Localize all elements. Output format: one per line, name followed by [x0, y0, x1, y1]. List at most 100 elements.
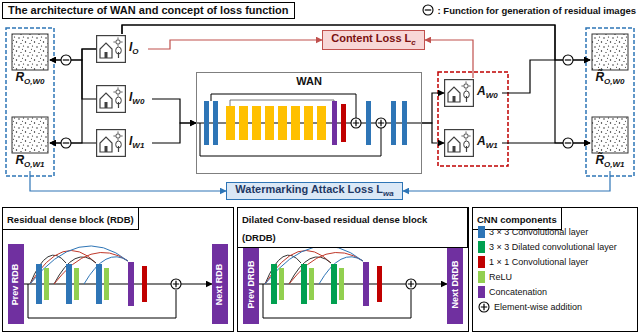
legend-item: 1 × 1 Convolutional layer	[478, 256, 634, 268]
connector	[502, 60, 590, 93]
add-op	[351, 118, 361, 128]
legend-swatch	[478, 286, 485, 298]
connector	[403, 171, 610, 191]
residual-op	[61, 55, 71, 65]
subscript-text: O,W1	[604, 160, 624, 169]
residual-op	[563, 55, 573, 65]
node-label: Prev RDB	[10, 263, 23, 305]
legend-label: 3 × 3 Dilated convolutional layer	[489, 242, 617, 253]
connector	[148, 40, 322, 49]
label-text: CNN components	[477, 214, 557, 225]
legend-label: Element-wise addition	[494, 302, 582, 313]
label-text: A	[477, 84, 486, 98]
relu-layer	[44, 268, 49, 300]
drdb-art	[263, 246, 416, 318]
residual-image: RO,W0	[10, 32, 50, 88]
subscript-text: wa	[383, 189, 394, 198]
relu-layer	[339, 268, 344, 300]
relu-layer	[74, 268, 79, 300]
label-text: R̃	[595, 153, 604, 167]
label-text: R	[15, 153, 24, 167]
dashed-group	[6, 28, 54, 176]
legend-label: Concatenation	[489, 287, 547, 298]
node-label: R̃O,W1	[595, 154, 624, 171]
conv-layer	[402, 101, 407, 145]
dashed-group	[586, 28, 634, 176]
node-label: RO,W0	[15, 71, 44, 88]
input-image: IO	[96, 34, 148, 64]
legend-label: ReLU	[489, 272, 512, 283]
label-text: A	[477, 134, 486, 148]
node-label: Prev DRDB	[245, 260, 258, 308]
subscript-text: O,W0	[24, 77, 44, 86]
house-icon	[445, 130, 474, 157]
input-image: IW0	[96, 84, 152, 114]
legend-symbol	[422, 4, 434, 16]
loss-box: Watermarking Attack Loss Lwa	[226, 182, 403, 200]
connector	[50, 49, 96, 60]
conv-layer	[66, 264, 72, 304]
subscript-text: W1	[486, 141, 498, 150]
connector	[422, 123, 444, 143]
dense-block	[265, 106, 274, 140]
concat-layer	[128, 262, 134, 306]
legend-symbol	[478, 301, 490, 313]
panel-heading: Dilated Conv-based residual dense block …	[238, 208, 468, 248]
dilated-layer	[301, 264, 307, 304]
subscript-text: O	[132, 47, 138, 56]
label-text: Prev RDB	[11, 263, 21, 305]
network-box: WAN	[196, 72, 422, 174]
node-label: Content Loss Lc	[331, 32, 416, 49]
label-text: WAN	[296, 75, 322, 87]
node-label: CNN components	[477, 214, 557, 225]
residual-noise	[592, 34, 628, 70]
wan-layers	[204, 101, 407, 145]
residual-noise	[12, 117, 48, 153]
legend-item: : Function for generation of residual im…	[422, 4, 636, 16]
label-text: Residual dense block (RDB)	[7, 214, 134, 225]
add-op	[171, 279, 181, 289]
house-icon	[445, 80, 474, 107]
label-text: I	[129, 134, 132, 148]
attacked-image: AW1	[444, 128, 502, 158]
dense-arc	[54, 252, 128, 284]
node-label: IW0	[129, 91, 144, 108]
legend-swatch	[478, 256, 485, 268]
node-label: WAN	[296, 75, 322, 88]
relu-layer	[309, 268, 314, 300]
node-label: Next RDB	[214, 263, 227, 305]
legend-item: Concatenation	[478, 286, 634, 298]
conv-layer	[213, 101, 218, 145]
dense-block	[317, 106, 326, 140]
block-label: Next DRDB	[447, 244, 463, 324]
connector	[422, 93, 444, 123]
block-panel: Dilated Conv-based residual dense block …	[237, 207, 469, 332]
relu-layer	[279, 268, 284, 300]
node-label: Watermarking Attack Loss Lwa	[235, 183, 393, 200]
subscript-text: W1	[132, 141, 144, 150]
residual-noise	[12, 34, 48, 70]
legend-panel: CNN components	[472, 207, 638, 332]
legend: : Function for generation of residual im…	[422, 4, 636, 16]
subscript-text: W0	[132, 97, 144, 106]
legend-item: ReLU	[478, 271, 634, 283]
connector	[152, 123, 196, 143]
block-label: Prev DRDB	[243, 244, 259, 324]
house-icon	[97, 130, 126, 157]
diagram-title: The architecture of WAN and concept of l…	[2, 2, 295, 19]
node-label: AW1	[477, 135, 498, 152]
subscript-text: O,W1	[24, 160, 44, 169]
dense-block	[304, 106, 313, 140]
node-label: Next DRDB	[449, 260, 462, 308]
node-label: IW1	[129, 135, 144, 152]
legend-label: 3 × 3 Convolutional layer	[489, 227, 588, 238]
block-panel: Residual dense block (RDB) Prev RDB Next R…	[2, 207, 234, 332]
legend-swatch	[478, 226, 485, 238]
conv-layer	[36, 264, 42, 304]
dilated-layer	[331, 264, 337, 304]
subscript-text: c	[411, 38, 415, 47]
concat-layer	[332, 101, 337, 145]
connector	[502, 142, 590, 143]
dashed-group	[438, 72, 508, 166]
